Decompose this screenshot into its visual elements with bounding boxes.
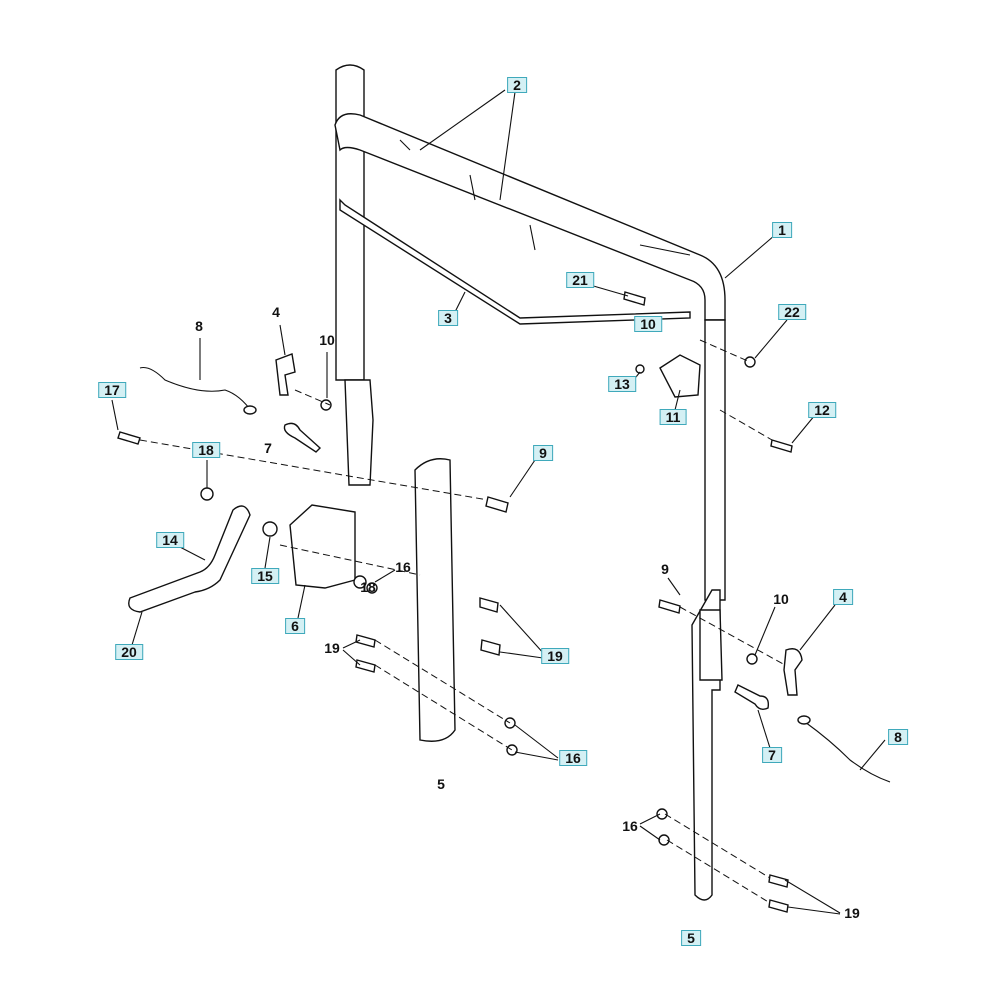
- bracket: [289, 504, 356, 589]
- callout-10[interactable]: 10: [634, 316, 662, 332]
- callout-11[interactable]: 11: [659, 409, 687, 425]
- callout-2[interactable]: 2: [507, 77, 527, 93]
- label-16-right: 16: [622, 818, 638, 834]
- callout-12[interactable]: 12: [808, 402, 836, 418]
- pin-left: [283, 422, 322, 453]
- label-16: 16: [395, 559, 411, 575]
- callout-21[interactable]: 21: [566, 272, 594, 288]
- pin-right: [734, 684, 770, 711]
- knob-right: [783, 648, 803, 696]
- plate-left: [414, 458, 456, 742]
- handle-bar: [334, 113, 726, 321]
- label-18: 18: [360, 579, 376, 595]
- callout-3[interactable]: 3: [438, 310, 458, 326]
- callout-17[interactable]: 17: [98, 382, 126, 398]
- label-5: 5: [437, 776, 445, 792]
- label-10-right: 10: [773, 591, 789, 607]
- callout-15[interactable]: 15: [251, 568, 279, 584]
- callout-9[interactable]: 9: [533, 445, 553, 461]
- callout-16[interactable]: 16: [559, 750, 587, 766]
- right-upright-tube: [691, 319, 726, 901]
- label-4: 4: [272, 304, 280, 320]
- callout-13[interactable]: 13: [608, 376, 636, 392]
- knob-left: [275, 353, 296, 396]
- callout-6[interactable]: 6: [285, 618, 305, 634]
- label-8: 8: [195, 318, 203, 334]
- callout-4[interactable]: 4: [833, 589, 853, 605]
- rod: [339, 198, 691, 325]
- callout-14[interactable]: 14: [156, 532, 184, 548]
- cable-left: [139, 366, 253, 413]
- callout-18[interactable]: 18: [192, 442, 220, 458]
- label-19-right: 19: [844, 905, 860, 921]
- callout-7[interactable]: 7: [762, 747, 782, 763]
- callout-1[interactable]: 1: [772, 222, 792, 238]
- bracket-small: [659, 354, 701, 398]
- label-7: 7: [264, 440, 272, 456]
- callout-5[interactable]: 5: [681, 930, 701, 946]
- label-19: 19: [324, 640, 340, 656]
- callout-22[interactable]: 22: [778, 304, 806, 320]
- lever: [128, 505, 251, 613]
- assembly-lines: [139, 339, 786, 904]
- leader-lines: [111, 89, 886, 915]
- label-10: 10: [319, 332, 335, 348]
- callout-20[interactable]: 20: [115, 644, 143, 660]
- callout-19[interactable]: 19: [541, 648, 569, 664]
- label-9: 9: [661, 561, 669, 577]
- callout-8[interactable]: 8: [888, 729, 908, 745]
- cable-right: [804, 721, 891, 783]
